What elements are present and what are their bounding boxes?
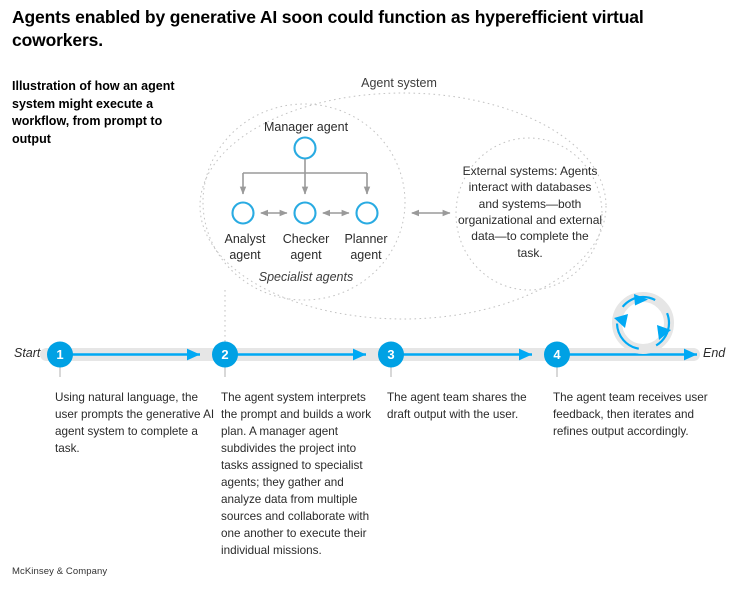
planner-agent-label-line2: agent (350, 247, 382, 262)
agent-system-boundary (199, 92, 607, 320)
step-3-description: The agent team shares the draft output w… (387, 391, 527, 421)
agent-system-label: Agent system (0, 76, 734, 92)
analyst-agent-label: Analyst agent (210, 232, 280, 263)
timeline-end-label: End (703, 346, 726, 360)
timeline-start-label: Start (14, 346, 41, 360)
step-4-description: The agent team receives user feedback, t… (553, 391, 708, 438)
checker-agent-label-line1: Checker (282, 232, 330, 246)
timeline-node-1[interactable] (47, 341, 73, 368)
planner-agent-node (355, 201, 379, 225)
specialist-agents-boundary (202, 103, 406, 301)
analyst-agent-label-line2: agent (229, 247, 261, 262)
circular-refresh-icon (612, 292, 674, 354)
step-1-description: Using natural language, the user prompts… (55, 391, 215, 455)
timeline-node-3[interactable] (378, 341, 404, 368)
external-systems-boundary (455, 137, 603, 291)
source-attribution: McKinsey & Company (12, 566, 108, 577)
planner-agent-label: Planner agent (331, 232, 401, 263)
analyst-agent-label-line1: Analyst (224, 232, 266, 246)
specialist-agents-label: Specialist agents (258, 270, 354, 284)
timeline-node-2[interactable] (212, 341, 238, 368)
manager-agent-node (293, 136, 317, 160)
checker-agent-label: Checker agent (271, 232, 341, 263)
external-systems-text: External systems: Agents interact with d… (457, 164, 603, 260)
checker-agent-label-line2: agent (290, 247, 322, 262)
analyst-agent-node (231, 201, 255, 225)
step-2-description: The agent system interprets the prompt a… (221, 391, 372, 557)
planner-agent-label-line1: Planner (344, 232, 388, 246)
timeline-track (40, 348, 700, 361)
checker-agent-node (293, 201, 317, 225)
page-title: Agents enabled by generative AI soon cou… (12, 7, 644, 51)
agent-system-label-text: Agent system (361, 76, 437, 90)
page-subtitle: Illustration of how an agent system migh… (12, 79, 175, 146)
manager-agent-label: Manager agent (263, 120, 349, 134)
timeline-node-4[interactable] (544, 341, 570, 368)
